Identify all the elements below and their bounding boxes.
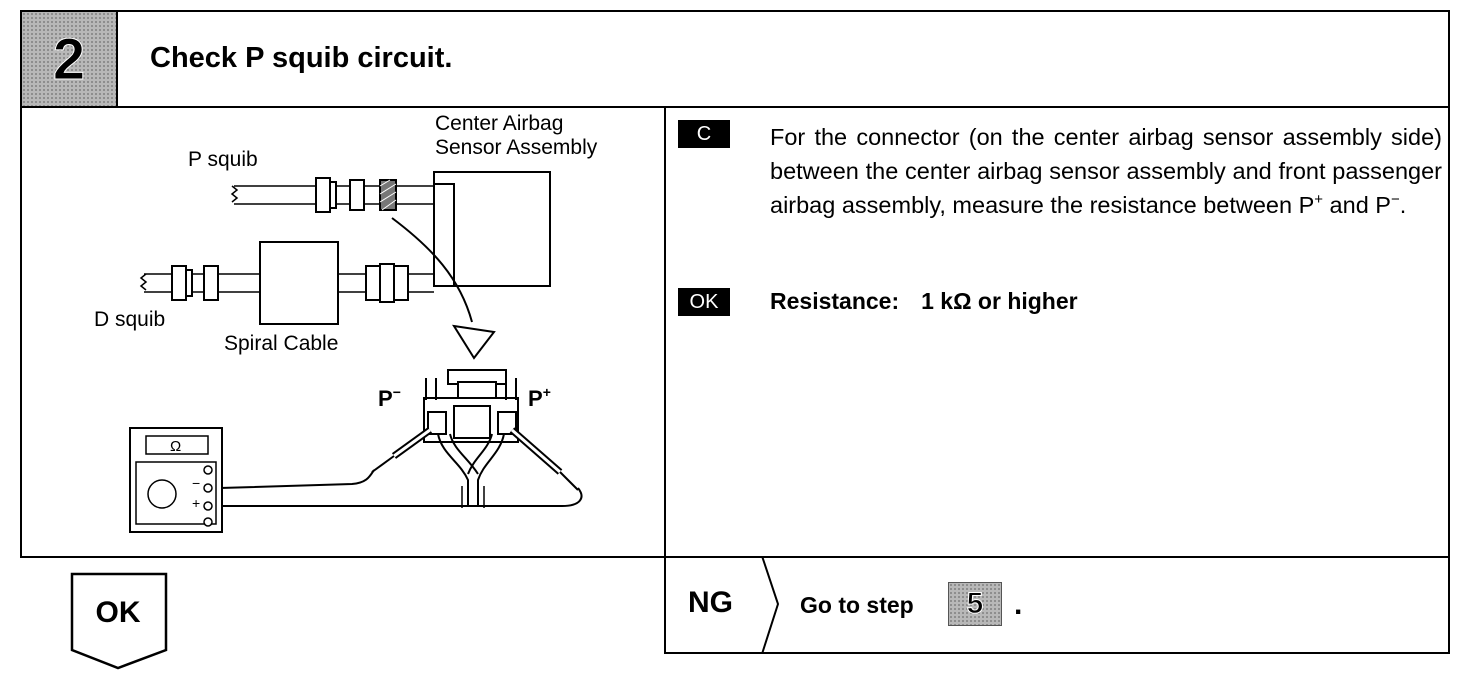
negative-lead <box>219 469 375 489</box>
p-plus-label: P+ <box>528 384 551 411</box>
ng-separator <box>761 556 780 654</box>
goto-text: Go to step <box>800 592 914 618</box>
spiral-cable-label: Spiral Cable <box>224 332 338 355</box>
p-squib-connector-2 <box>349 179 365 211</box>
p-minus-label: P− <box>378 384 401 411</box>
ok-tag: OK <box>678 288 730 316</box>
instruction-text: For the connector (on the center airbag … <box>770 124 1442 218</box>
sensor-connector-plate <box>433 183 455 287</box>
ok-branch: OK <box>70 572 170 677</box>
ng-label: NG <box>688 586 733 619</box>
step-header: 2 Check P squib circuit. <box>22 12 1448 108</box>
probe-positive <box>509 427 579 491</box>
step-title: Check P squib circuit. <box>150 42 453 74</box>
step-number-box: 2 <box>22 12 118 106</box>
connector-pointer-head <box>452 324 496 360</box>
ng-branch: NG Go to step 5 . <box>664 556 1450 654</box>
wiring-diagram: Center Airbag Sensor Assembly P squib <box>94 112 598 533</box>
check-tag: C <box>678 120 730 148</box>
ohmmeter <box>129 427 223 533</box>
positive-lead <box>220 487 583 507</box>
ok-branch-shape <box>70 572 168 670</box>
ok-spec: Resistance:1 kΩ or higher <box>770 288 1078 314</box>
meter-minus-label: − <box>192 475 200 491</box>
connector-detail <box>423 369 519 508</box>
center-airbag-label-2: Sensor Assembly <box>435 136 598 159</box>
meter-plus-label: + <box>192 495 200 511</box>
ok-branch-label: OK <box>95 596 141 629</box>
d-squib-connector-2 <box>203 265 219 301</box>
d-squib-connector-1 <box>171 265 187 301</box>
spiral-cable-box <box>259 241 339 325</box>
step-frame: 2 Check P squib circuit. Center Airbag S… <box>20 10 1450 558</box>
wiring-figure: Center Airbag Sensor Assembly P squib <box>22 108 666 558</box>
p-squib-label: P squib <box>188 148 258 171</box>
p-squib-connector-1 <box>315 177 331 213</box>
connector-pointer-line <box>391 217 473 323</box>
step-number: 2 <box>52 26 86 92</box>
ohm-icon: Ω <box>170 438 181 455</box>
p-squib-wire-end <box>230 185 239 203</box>
goto-step-number[interactable]: 5 <box>948 582 1002 626</box>
goto-period: . <box>1014 588 1023 621</box>
d-squib-wire-end <box>139 273 148 291</box>
sensor-assembly-body <box>433 171 551 287</box>
center-airbag-label-1: Center Airbag <box>435 112 563 135</box>
instruction-panel: C For the connector (on the center airba… <box>678 108 1448 558</box>
d-squib-label: D squib <box>94 308 165 331</box>
probe-negative <box>371 427 433 473</box>
